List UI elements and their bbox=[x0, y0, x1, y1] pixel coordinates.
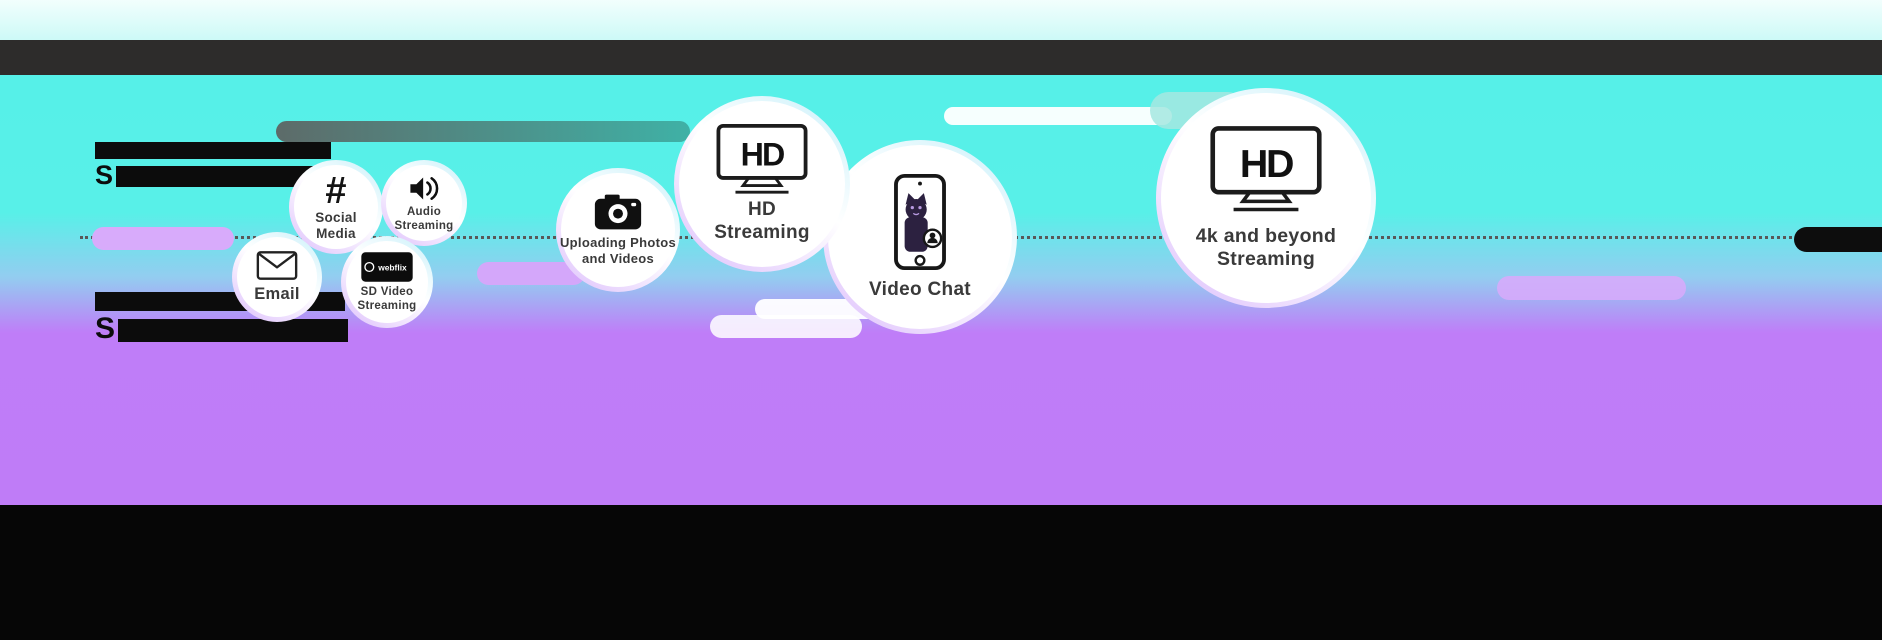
bubble-audio-streaming: Audio Streaming bbox=[381, 160, 467, 246]
svg-text:webflix: webflix bbox=[377, 262, 407, 272]
bubble-sd-video-streaming: webflix SD Video Streaming bbox=[341, 236, 433, 328]
bubble-label: Audio Streaming bbox=[394, 205, 454, 232]
decorative-pill-lavender bbox=[92, 227, 234, 250]
webflix-logo-icon: webflix bbox=[361, 251, 413, 282]
bubble-email: Email bbox=[232, 232, 322, 322]
camera-icon bbox=[594, 195, 642, 230]
black-edge-pill bbox=[1794, 227, 1882, 252]
decorative-pill-lavender bbox=[1497, 276, 1686, 300]
bubble-uploading-photos-videos: Uploading Photos and Videos bbox=[556, 168, 680, 292]
bubble-social-media: # Social Media bbox=[289, 160, 383, 254]
bubble-hd-streaming: HD HD Streaming bbox=[674, 96, 850, 272]
decorative-pill-lavender bbox=[477, 262, 585, 285]
redacted-text-bar bbox=[95, 142, 331, 159]
bubble-label: SD Video Streaming bbox=[357, 285, 417, 312]
svg-text:HD: HD bbox=[1240, 142, 1293, 186]
video-chat-phone-icon bbox=[894, 173, 946, 270]
bubble-label: Email bbox=[254, 284, 300, 303]
bubble-label: HD Streaming bbox=[714, 199, 810, 243]
decorative-pill-teal bbox=[276, 121, 690, 142]
bubble-video-chat: Video Chat bbox=[823, 140, 1017, 334]
svg-text:HD: HD bbox=[741, 137, 784, 173]
bottom-black-band bbox=[0, 505, 1882, 640]
cat-on-screen bbox=[904, 192, 928, 252]
hd-tv-icon: HD bbox=[1210, 125, 1322, 211]
hashtag-icon: # bbox=[325, 169, 347, 212]
decorative-pill-white bbox=[710, 315, 862, 338]
envelope-icon bbox=[256, 250, 298, 280]
redacted-text-bar bbox=[116, 166, 336, 188]
bubble-label: Uploading Photos and Videos bbox=[559, 235, 676, 266]
speed-tier-label-1: S bbox=[95, 142, 336, 190]
bubble-label: Social Media bbox=[315, 209, 357, 241]
top-dark-bar bbox=[0, 40, 1882, 75]
redacted-text-bar bbox=[118, 319, 349, 342]
speaker-icon bbox=[410, 176, 439, 200]
bubble-4k-streaming: HD 4k and beyond Streaming bbox=[1156, 88, 1376, 308]
bubble-label: Video Chat bbox=[869, 278, 971, 300]
tier-visible-letter: S bbox=[95, 312, 116, 345]
bubble-label: 4k and beyond Streaming bbox=[1195, 224, 1337, 270]
top-light-band bbox=[0, 0, 1882, 40]
tier-visible-letter: S bbox=[95, 160, 114, 190]
decorative-pill-white bbox=[944, 107, 1172, 125]
hd-tv-icon: HD bbox=[716, 124, 808, 194]
